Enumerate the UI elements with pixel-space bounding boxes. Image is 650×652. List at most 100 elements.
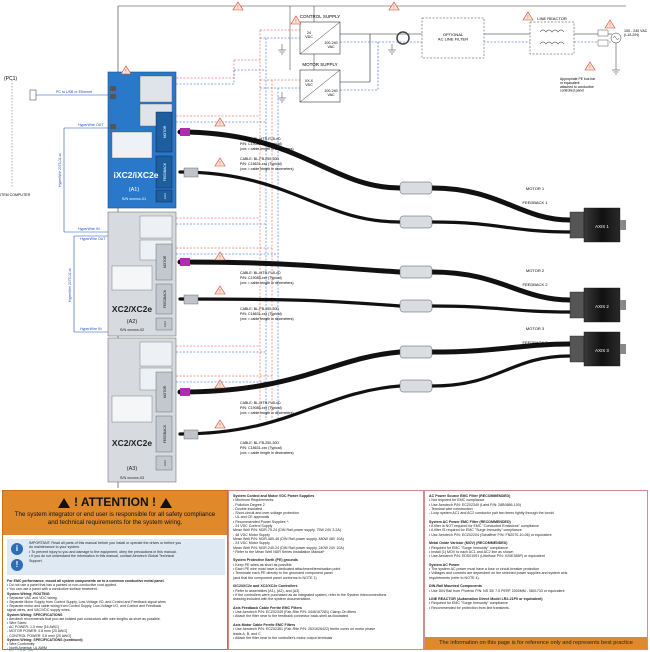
attention-line: System Wiring: ROUTING — [7, 591, 50, 596]
a2-serial: S/N xxxxxx-02 — [120, 328, 144, 332]
warning-icon: ! — [214, 379, 226, 389]
warning-icon — [159, 497, 172, 508]
warning-icon: ! — [232, 1, 244, 11]
note-line: Metal Oxide Varistor (MOV) (RECOMMENDED) — [429, 541, 508, 546]
pc-label: (PC1) — [4, 76, 17, 82]
svg-text:!: ! — [527, 15, 528, 21]
a1-serial: S/N xxxxxx-01 — [122, 197, 146, 201]
important-line: Support. — [29, 558, 43, 563]
a3-feedback-label: FEEDBACK — [163, 424, 167, 443]
a2-feedback-label: FEEDBACK — [163, 289, 167, 308]
warning-icon: ! — [214, 285, 226, 295]
a1-motor-pn: P/N: C19085-xxx (Typical) — [240, 142, 282, 146]
text-line: VAC — [327, 45, 335, 49]
note-line: Mean Well P/N: NDR-75-24 (DIN Rail power… — [233, 528, 341, 533]
svg-text:!: ! — [393, 5, 394, 11]
drive-a3: MOTOR FEEDBACK AUX XC2/XC2e (A3) S/N xxx… — [107, 337, 177, 483]
important-line: IMPORTANT: Read all parts of this manual… — [29, 541, 182, 545]
feedback-2-label: FEEDBACK 2 — [523, 282, 549, 287]
drive-a2: MOTOR FEEDBACK AUX XC2/XC2e (A2) S/N xxx… — [107, 211, 177, 337]
note-line: (and that the component panel conforms t… — [233, 575, 317, 580]
ground-symbols — [278, 44, 396, 103]
note-line: System Control and Motor VDC Power Suppl… — [233, 494, 315, 498]
note-line: iXC2/iXC2e and XC2/XC2e Controllers — [233, 584, 298, 589]
text-line: 100 - 240 VAC — [624, 29, 648, 33]
note-line: • Attach the filter near to the feedback… — [233, 614, 348, 619]
text-line: 24 — [307, 31, 311, 35]
warning-icon: ! — [214, 117, 226, 127]
text-line: attached to conductive — [560, 85, 594, 89]
note-line: LINE REACTOR (Automation Direct Model LR… — [429, 597, 543, 602]
note-line: Axis Feedback Cable Ferrite EMC Filters — [233, 605, 302, 610]
warning-icon: ! — [522, 11, 534, 21]
motor-1-label: MOTOR 1 — [526, 186, 545, 191]
a2-fb-cable: CABLE: BL-FB-250-30D — [240, 307, 279, 311]
text-line: 100-240 — [324, 41, 337, 45]
caution-person-icon: ! — [11, 559, 23, 571]
a1-motor-cable: CABLE: BL-MTR-FLB-xD — [240, 137, 281, 141]
notes-middle-panel: System Control and Motor VDC Power Suppl… — [228, 490, 424, 650]
pc-port-icon — [29, 89, 37, 101]
svg-text:!: ! — [609, 23, 610, 29]
a3-id: (A3) — [127, 466, 138, 472]
a3-fb-cable: CABLE: BL-FB-250-30D — [240, 441, 279, 445]
pc-usb-label: PC to USB or Ethernet — [56, 90, 92, 94]
note-line: - Short-circuit and over-voltage protect… — [233, 511, 299, 516]
axis-cables — [177, 129, 573, 436]
feedback-3-label: FEEDBACK 3 — [523, 340, 549, 345]
a3-motor-label: MOTOR — [163, 385, 167, 398]
a2-fb-len: (xxx = cable length in decimeters) — [240, 317, 294, 321]
a1-motor-label: MOTOR — [163, 125, 167, 138]
attention-line: - CONTROL POWER: 0.8 mm² [20 AWG] — [7, 633, 71, 638]
a3-name: XC2/XC2e — [112, 438, 152, 448]
note-line: Axis Motor Cable Ferrite EMC Filters — [233, 622, 296, 627]
dc-wiring — [176, 60, 278, 383]
drive-a1: MOTOR FEEDBACK AUX iXC2/iXC2e (A1) S/N x… — [107, 71, 177, 209]
note-line: System Protective Earth (PE) grounds — [233, 558, 298, 563]
top-bus — [117, 5, 626, 488]
motor-axis-2: AXIS 2 — [569, 287, 626, 323]
note-line: • Use Aerotech P/N: ECZ02349 (Fair-Rite … — [233, 610, 357, 615]
attention-title: ! ATTENTION ! — [74, 495, 156, 509]
note-line: - Pollution Degree 2 — [233, 502, 265, 507]
text-line: AC LINE FILTER — [438, 37, 468, 42]
axis-3-label: AXIS 3 — [595, 348, 609, 353]
control-supply-label: CONTROL SUPPLY — [300, 14, 341, 19]
a2-fb-pn: P/N: C18631-xxx (Typical) — [240, 312, 282, 316]
motor-2-label: MOTOR 2 — [526, 268, 545, 273]
note-line: Mean Well P/N: NDR-480-48 (DIN Rail powe… — [233, 536, 344, 541]
axis-1-label: AXIS 1 — [595, 224, 609, 229]
motor-axis-1: AXIS 1 — [569, 207, 626, 243]
note-line: - Terminal wire construction — [429, 506, 473, 511]
attention-line: • Separate VAC and VDC wiring. — [7, 595, 58, 600]
important-line: • To prevent injury to you and damage to… — [29, 549, 177, 554]
a1-motor-len: (xxx = cable length in decimeters) — [240, 147, 294, 151]
note-line: • Recommended for protection from line t… — [429, 605, 510, 610]
hyperwire-in-label-2: HyperWire IN — [80, 327, 102, 331]
info-icon: i — [11, 543, 23, 555]
a1-name: iXC2/iXC2e — [114, 170, 159, 180]
warning-icon — [58, 497, 70, 508]
note-line: • Recommended Power Supplies *: — [233, 519, 289, 524]
note-line: • The system AC power must have a fuse o… — [429, 567, 540, 572]
a3-motor-len: (xxx = cable length in decimeters) — [240, 411, 294, 415]
svg-text:!: ! — [219, 289, 220, 295]
note-line: • Refer to assemblies (A1), (A2), and (A… — [233, 588, 300, 593]
note-line: • Use Aerotech P/N: ECZ02361 (Fair-Rite … — [233, 627, 376, 632]
svg-text:!: ! — [295, 19, 296, 25]
note-line: requirements (refer to NOTE 4). — [429, 575, 480, 580]
attention-line: - EU: <HAR> CE — [7, 650, 225, 651]
attention-lines: For EMC performance, mount all system co… — [7, 579, 225, 651]
notes-middle-lines: System Control and Motor VDC Power Suppl… — [229, 491, 423, 643]
attention-line: System Wiring: SPECIFICATIONS (continued… — [7, 637, 83, 642]
system-computer-label: SYSTEM COMPUTER — [0, 193, 31, 197]
toroid-icon — [396, 31, 410, 45]
note-line: • Required for EMC "Surge Immunity" comp… — [429, 545, 508, 550]
text-line: VDC — [305, 83, 313, 87]
